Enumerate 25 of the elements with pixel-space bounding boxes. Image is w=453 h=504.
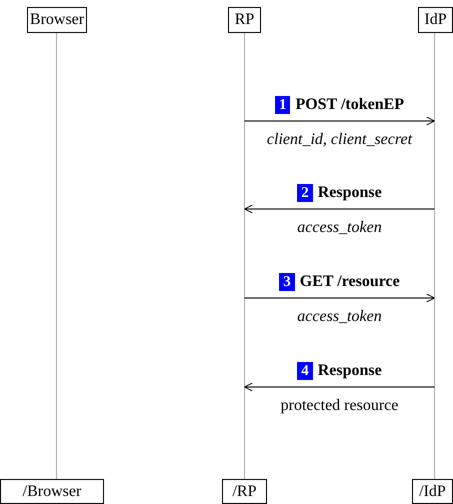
message-parameters: client_id, client_secret [266,131,414,149]
step-number-badge: 2 [297,184,313,202]
message-arrow [244,204,435,214]
message-parameters: access_token [296,219,383,237]
participant-box: IdP [418,7,453,33]
participant-box: /Browser [0,479,104,504]
lifeline [434,33,435,479]
message-parameters: protected resource [280,397,400,415]
participant-box: /IdP [412,479,453,504]
participant-box: /RP [222,479,267,504]
edge-label: POST /tokenEP [295,96,404,114]
lifeline [56,33,57,479]
message-arrow [244,294,435,302]
step-number-badge: 4 [297,362,313,380]
step-number-badge: 1 [274,96,290,114]
edge-label: Response [318,362,382,380]
participant-box: RP [228,7,261,33]
edge-label: GET /resource [300,273,400,291]
edge-label: Response [318,184,382,202]
step-number-badge: 3 [279,272,295,292]
message-parameters: access_token [296,308,383,326]
message-arrow [244,116,435,126]
participant-box: Browser [27,7,87,33]
lifeline [244,33,245,479]
message-arrow [244,382,435,392]
